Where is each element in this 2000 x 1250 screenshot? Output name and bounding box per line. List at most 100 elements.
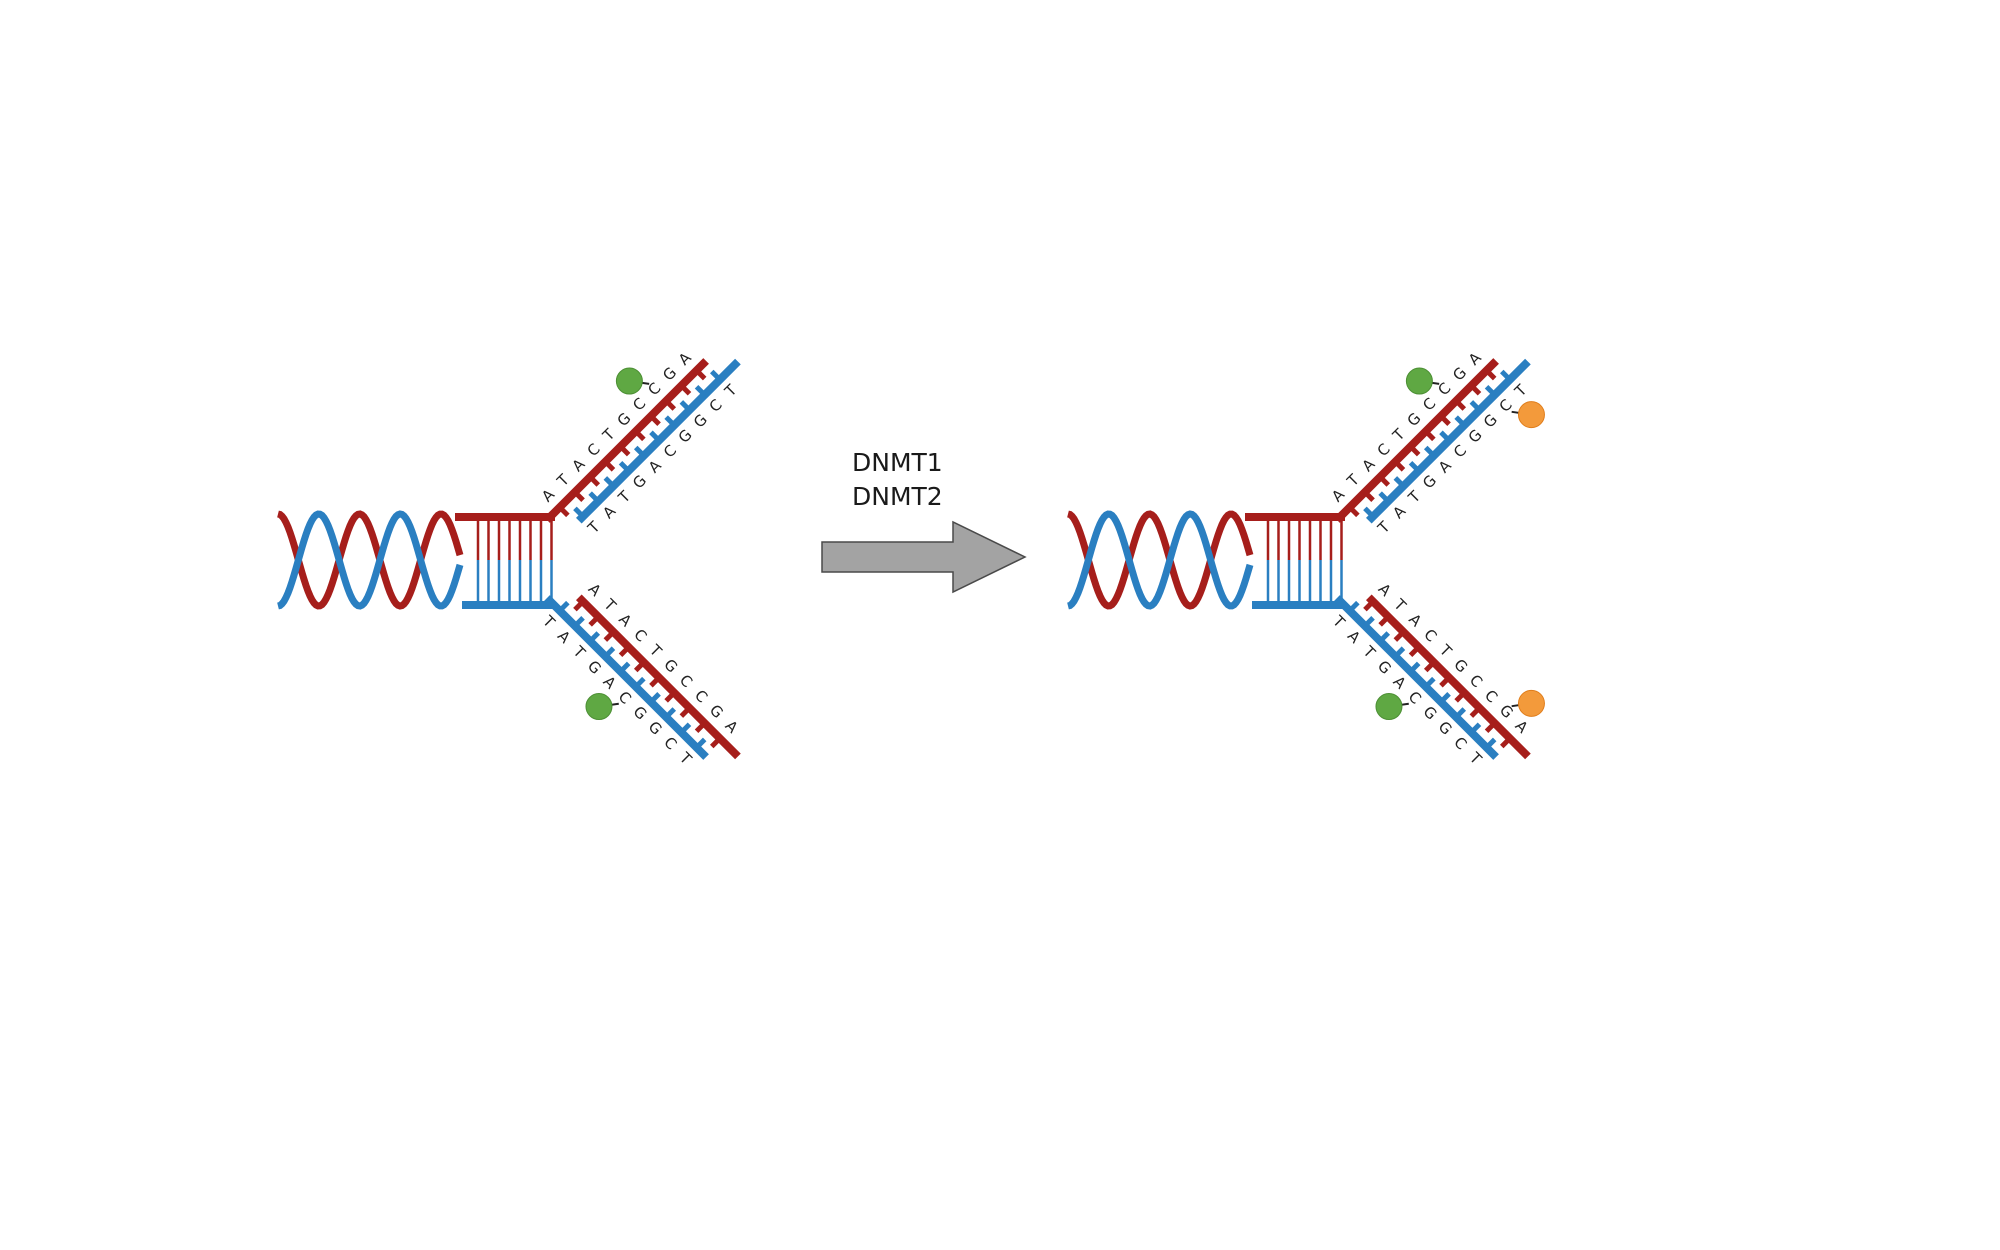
- base-letter: T: [1374, 517, 1395, 538]
- base-rung-outer: [573, 490, 585, 502]
- base-letter: A: [599, 502, 620, 523]
- base-letter: C: [660, 441, 680, 461]
- base-letter: T: [1359, 642, 1380, 663]
- base-rung-inner: [649, 430, 661, 443]
- base-rung-outer: [1439, 414, 1451, 426]
- base-rung-outer: [1454, 399, 1467, 411]
- base-rung-inner: [1393, 630, 1406, 642]
- base-letter: G: [1449, 364, 1470, 385]
- base-letter: G: [690, 411, 711, 432]
- base-rung-outer: [633, 676, 646, 689]
- base-letter: C: [1420, 625, 1440, 645]
- base-rung-outer: [1363, 616, 1375, 628]
- base-letter: T: [538, 611, 559, 632]
- base-rung-inner: [1363, 506, 1375, 519]
- base-letter: T: [614, 487, 635, 508]
- base-rung-inner: [694, 384, 707, 397]
- base-letter: C: [1374, 440, 1394, 460]
- base-rung-inner: [1423, 445, 1436, 458]
- base-letter: A: [1344, 627, 1365, 648]
- base-letter: A: [675, 348, 696, 369]
- base-rung-outer: [694, 737, 707, 750]
- base-rung-outer: [618, 661, 631, 674]
- base-rung-inner: [1499, 736, 1512, 749]
- base-letter: T: [1465, 748, 1486, 769]
- base-rung-inner: [1454, 690, 1467, 703]
- base-rung-outer: [1393, 646, 1406, 659]
- base-letter: C: [706, 396, 726, 416]
- base-letter: A: [722, 717, 743, 738]
- base-rung-inner: [1469, 400, 1482, 412]
- base-rung-outer: [588, 475, 601, 487]
- base-rung-inner: [1408, 460, 1421, 473]
- enzyme-label-1: DNMT1: [852, 448, 943, 477]
- base-rung-inner: [588, 614, 601, 627]
- base-rung-inner: [1484, 384, 1497, 397]
- base-rung-outer: [679, 383, 692, 396]
- base-letter: G: [1480, 411, 1501, 432]
- base-rung-outer: [603, 646, 616, 659]
- base-letter: A: [615, 610, 636, 631]
- base-rung-inner: [1423, 660, 1436, 673]
- base-letter: G: [675, 426, 696, 447]
- base-rung-inner: [1484, 721, 1497, 734]
- base-rung-inner: [633, 445, 646, 458]
- base-letter: C: [691, 686, 711, 706]
- base-rung-outer: [633, 429, 646, 442]
- methyl-group-new: [1517, 689, 1545, 717]
- base-letter: T: [553, 470, 574, 491]
- base-rung-inner: [694, 721, 707, 734]
- base-letter: T: [1328, 611, 1349, 632]
- base-rung-inner: [679, 706, 692, 718]
- base-rung-outer: [573, 616, 585, 628]
- base-letter: T: [675, 748, 696, 769]
- base-letter: C: [644, 379, 664, 399]
- base-rung-inner: [1408, 645, 1421, 658]
- base-letter: A: [645, 456, 666, 477]
- base-letter: T: [1404, 487, 1425, 508]
- base-letter: A: [1435, 456, 1456, 477]
- base-letter: C: [676, 671, 696, 691]
- base-rung-inner: [1469, 706, 1482, 718]
- base-rung-inner: [664, 690, 677, 703]
- base-rung-outer: [1363, 490, 1375, 502]
- base-letter: A: [568, 455, 589, 476]
- base-letter: C: [660, 733, 680, 753]
- base-letter: A: [1465, 348, 1486, 369]
- base-letter: G: [629, 471, 650, 492]
- base-letter: T: [600, 595, 621, 616]
- base-letter: G: [1496, 701, 1517, 722]
- base-rung-outer: [694, 368, 707, 381]
- base-letter: G: [1374, 657, 1395, 678]
- base-letter: G: [659, 364, 680, 385]
- base-letter: T: [1435, 640, 1456, 661]
- base-rung-outer: [1484, 368, 1497, 381]
- helix-strand-blue: [277, 510, 464, 610]
- base-letter: G: [1435, 718, 1456, 739]
- base-rung-outer: [1408, 444, 1421, 457]
- base-rung-outer: [649, 692, 661, 704]
- base-rung-outer: [1469, 722, 1482, 735]
- arm-inner-backbone: [1365, 358, 1531, 524]
- base-rung-inner: [603, 630, 616, 642]
- base-letter: T: [645, 640, 666, 661]
- methyl-group-existing: [615, 367, 643, 395]
- base-letter: G: [630, 702, 651, 723]
- base-letter: A: [1390, 673, 1411, 694]
- base-rung-outer: [649, 414, 661, 426]
- base-letter: C: [1450, 441, 1470, 461]
- base-rung-inner: [679, 400, 692, 412]
- base-rung-outer: [1484, 737, 1497, 750]
- base-rung-inner: [573, 599, 585, 612]
- base-letter: T: [721, 380, 742, 401]
- base-rung-outer: [1454, 707, 1467, 719]
- base-rung-outer: [618, 444, 631, 457]
- base-rung-outer: [1347, 600, 1360, 613]
- base-letter: T: [1343, 470, 1364, 491]
- base-rung-inner: [603, 476, 616, 488]
- base-letter: A: [554, 627, 575, 648]
- base-letter: C: [1481, 686, 1501, 706]
- base-letter: C: [629, 394, 649, 414]
- base-letter: A: [1375, 580, 1396, 601]
